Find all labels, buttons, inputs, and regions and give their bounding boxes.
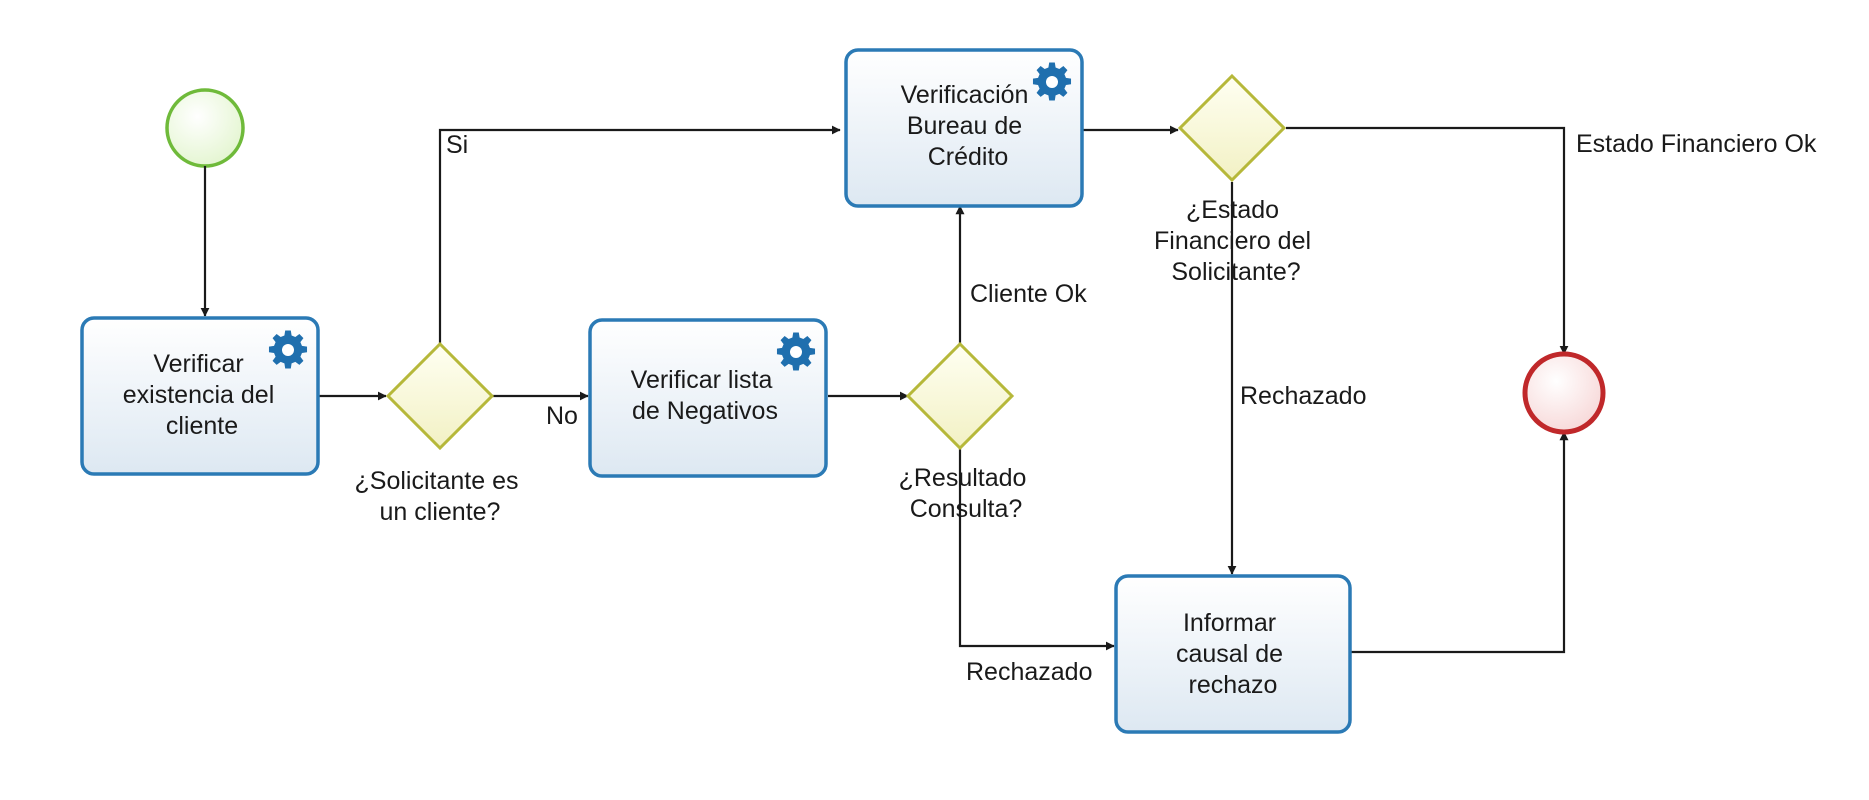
task-label-line: Crédito	[928, 143, 1009, 171]
flow-si	[438, 125, 841, 344]
task-label-line: Verificar	[153, 350, 243, 378]
task-informar-rechazo[interactable]: Informar causal de rechazo	[1114, 574, 1352, 734]
flow-informar-to-end	[1350, 431, 1569, 654]
task-label-line: Verificar lista	[631, 366, 773, 394]
gateway-estado-label: ¿Estado Financiero del Solicitante?	[1154, 196, 1318, 286]
flow-label-estado-ok: Estado Financiero Ok	[1576, 130, 1817, 158]
gateway-resultado[interactable]	[905, 341, 1015, 451]
task-label-line: Bureau de	[907, 112, 1022, 140]
gateway-resultado-label: ¿Resultado Consulta?	[899, 464, 1034, 523]
task-label-line: causal de	[1176, 640, 1283, 668]
flow-rechazado-consulta	[958, 448, 1115, 651]
task-label-line: Verificación	[901, 81, 1029, 109]
task-label-line: cliente	[166, 412, 238, 440]
flow-label-rechazado-estado: Rechazado	[1240, 382, 1366, 410]
gateway-solicitante[interactable]	[385, 341, 495, 451]
flow-label-cliente-ok: Cliente Ok	[970, 280, 1087, 308]
gear-icon	[268, 330, 308, 369]
task-verificar-negativos[interactable]: Verificar lista de Negativos	[588, 318, 828, 478]
start-event[interactable]	[165, 88, 245, 168]
flow-label-rechazado-consulta: Rechazado	[966, 658, 1092, 686]
svg-text:Informar causal de: Informar causal de rechazo	[1176, 609, 1290, 699]
svg-text:Verificar lista de Nega: Verificar lista de Negativos	[631, 366, 780, 425]
task-label-line: Informar	[1183, 609, 1276, 637]
flow-label-si: Si	[446, 131, 468, 159]
flow-estado-ok	[1286, 126, 1569, 355]
gear-icon	[1032, 62, 1072, 101]
gear-icon	[776, 332, 816, 371]
task-label-line: existencia del	[123, 381, 274, 409]
end-event[interactable]	[1522, 351, 1606, 435]
gateway-solicitante-label: ¿Solicitante es un cliente?	[355, 467, 526, 526]
task-label-line: de Negativos	[632, 397, 778, 425]
task-label-line: rechazo	[1189, 671, 1278, 699]
task-verificar-existencia[interactable]: Verificar existencia del cliente	[80, 316, 320, 476]
task-verificacion-bureau[interactable]: Verificación Bureau de Crédito	[844, 48, 1084, 208]
flow-label-no: No	[546, 402, 578, 430]
svg-text:Verificación Bureau de: Verificación Bureau de Crédito	[901, 81, 1036, 171]
svg-text:Verificar existencia del: Verificar existencia del cliente	[123, 350, 281, 440]
gateway-estado[interactable]	[1177, 73, 1287, 183]
